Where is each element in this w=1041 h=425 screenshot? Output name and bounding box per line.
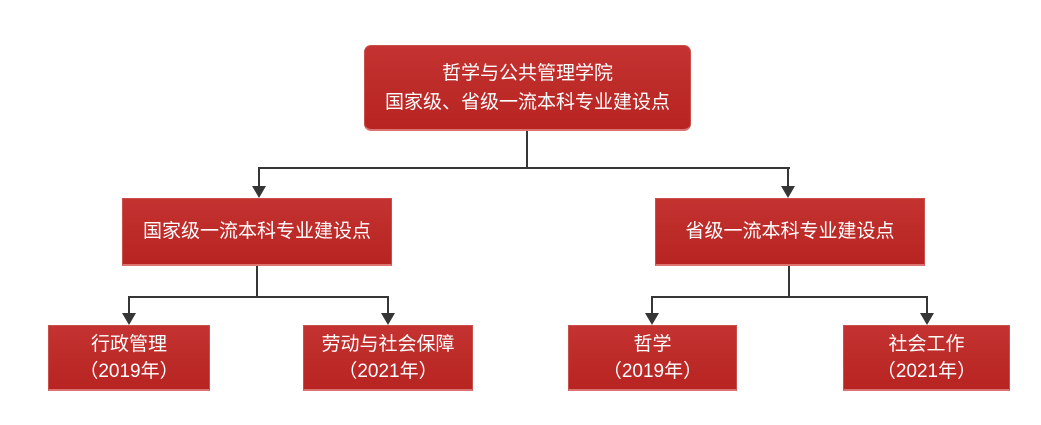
node-leaf-labor-social-security: 劳动与社会保障 （2021年） xyxy=(303,325,473,391)
leaf-name: 劳动与社会保障 xyxy=(321,333,455,355)
connector-provincial-drop-right xyxy=(926,296,928,313)
connector-provincial-stem xyxy=(788,266,790,297)
node-provincial-branch: 省级一流本科专业建设点 xyxy=(655,198,925,266)
leaf-year: （2021年） xyxy=(338,360,438,382)
connector-root-crossbar xyxy=(258,167,790,169)
leaf-name: 哲学 xyxy=(633,333,672,355)
node-leaf-admin-management: 行政管理 （2019年） xyxy=(48,325,210,391)
leaf-year: （2021年） xyxy=(876,360,977,382)
connector-national-crossbar xyxy=(128,296,389,298)
arrowhead-provincial xyxy=(781,186,795,198)
node-root-subtitle: 国家级、省级一流本科专业建设点 xyxy=(384,91,670,113)
arrowhead-philosophy xyxy=(645,313,659,325)
node-provincial-label: 省级一流本科专业建设点 xyxy=(685,220,895,242)
connector-national-stem xyxy=(256,266,258,297)
arrowhead-social-work xyxy=(920,313,934,325)
connector-national-drop-right xyxy=(387,296,389,313)
node-national-label: 国家级一流本科专业建设点 xyxy=(142,220,371,242)
node-leaf-philosophy: 哲学 （2019年） xyxy=(568,325,737,391)
arrowhead-labor-social-security xyxy=(381,313,395,325)
leaf-name: 社会工作 xyxy=(888,333,965,355)
node-leaf-social-work: 社会工作 （2021年） xyxy=(843,325,1010,391)
connector-provincial-crossbar xyxy=(651,296,928,298)
connector-national-drop-left xyxy=(128,296,130,313)
leaf-year: （2019年） xyxy=(602,360,703,382)
leaf-name: 行政管理 xyxy=(90,333,167,355)
connector-root-stem xyxy=(526,131,528,169)
arrowhead-admin-management xyxy=(122,313,136,325)
connector-root-drop-left xyxy=(258,167,260,187)
node-root: 哲学与公共管理学院 国家级、省级一流本科专业建设点 xyxy=(364,45,691,131)
arrowhead-national xyxy=(252,186,266,198)
leaf-year: （2019年） xyxy=(79,360,179,382)
connector-provincial-drop-left xyxy=(651,296,653,313)
node-root-title: 哲学与公共管理学院 xyxy=(441,62,613,84)
connector-root-drop-right xyxy=(787,167,789,187)
node-national-branch: 国家级一流本科专业建设点 xyxy=(122,198,392,266)
